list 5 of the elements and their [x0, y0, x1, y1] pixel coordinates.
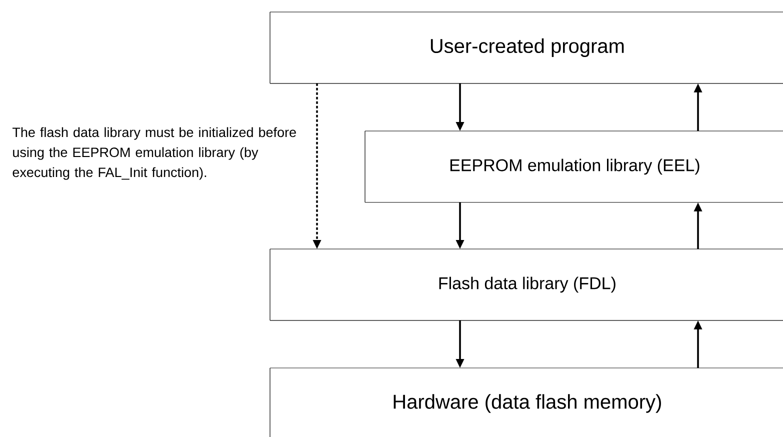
layer-box: Flash data library (FDL): [270, 248, 783, 321]
note-text: The flash data library must be initialized before using the EEPROM emulation library (by executing the FAL_Init function).: [12, 127, 296, 180]
layer-box: Hardware (data flash memory): [270, 368, 783, 437]
layer-box: User-created program: [270, 12, 783, 84]
layer-box: EEPROM emulation library (EEL): [364, 130, 783, 203]
